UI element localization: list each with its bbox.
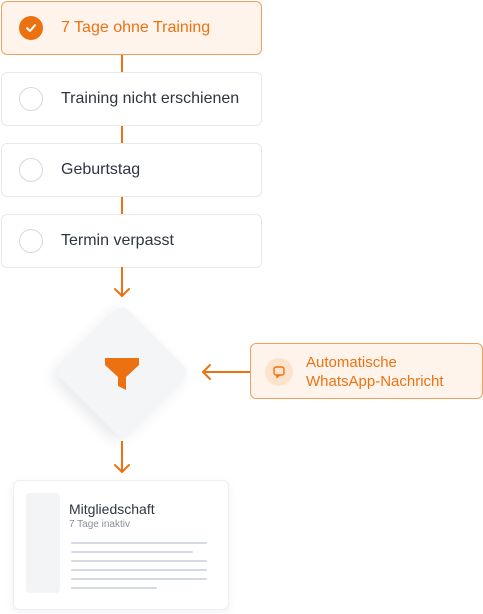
connector-line	[121, 55, 123, 72]
action-label-line1: Automatische	[306, 354, 397, 371]
connector-line	[121, 197, 123, 214]
arrow-down-icon	[114, 267, 130, 297]
radio-circle-icon	[19, 229, 43, 253]
radio-circle-icon	[19, 158, 43, 182]
arrow-down-icon	[114, 441, 130, 473]
placeholder-line	[71, 578, 207, 580]
funnel-icon	[105, 358, 139, 390]
card-title: Mitgliedschaft	[69, 501, 155, 517]
card-subtitle: 7 Tage inaktiv	[69, 519, 130, 530]
connector-line	[121, 126, 123, 143]
trigger-step-geburtstag[interactable]: Geburtstag	[1, 143, 262, 197]
step-label: Geburtstag	[61, 161, 141, 178]
whatsapp-action[interactable]: Automatische WhatsApp-Nachricht	[250, 343, 483, 399]
trigger-step-termin-verpasst[interactable]: Termin verpasst	[1, 214, 262, 268]
placeholder-line	[71, 542, 207, 544]
member-card[interactable]: Mitgliedschaft 7 Tage inaktiv	[13, 480, 229, 610]
placeholder-line	[71, 569, 207, 571]
placeholder-line	[71, 560, 207, 562]
arrow-left-icon	[202, 364, 252, 380]
radio-circle-icon	[19, 87, 43, 111]
filter-node[interactable]	[54, 304, 190, 440]
placeholder-line	[71, 551, 193, 553]
step-label: Training nicht erschienen	[61, 90, 240, 107]
avatar-placeholder	[26, 493, 60, 593]
placeholder-line	[71, 587, 157, 589]
check-icon	[19, 16, 43, 40]
action-label: Automatische WhatsApp-Nachricht	[306, 353, 444, 391]
step-label: 7 Tage ohne Training	[61, 19, 211, 36]
trigger-step-training-nicht-erschienen[interactable]: Training nicht erschienen	[1, 72, 262, 126]
action-label-line2: WhatsApp-Nachricht	[306, 373, 444, 390]
step-label: Termin verpasst	[61, 232, 174, 249]
trigger-step-7-tage-ohne-training[interactable]: 7 Tage ohne Training	[1, 1, 262, 55]
chat-bubble-icon	[265, 358, 293, 386]
